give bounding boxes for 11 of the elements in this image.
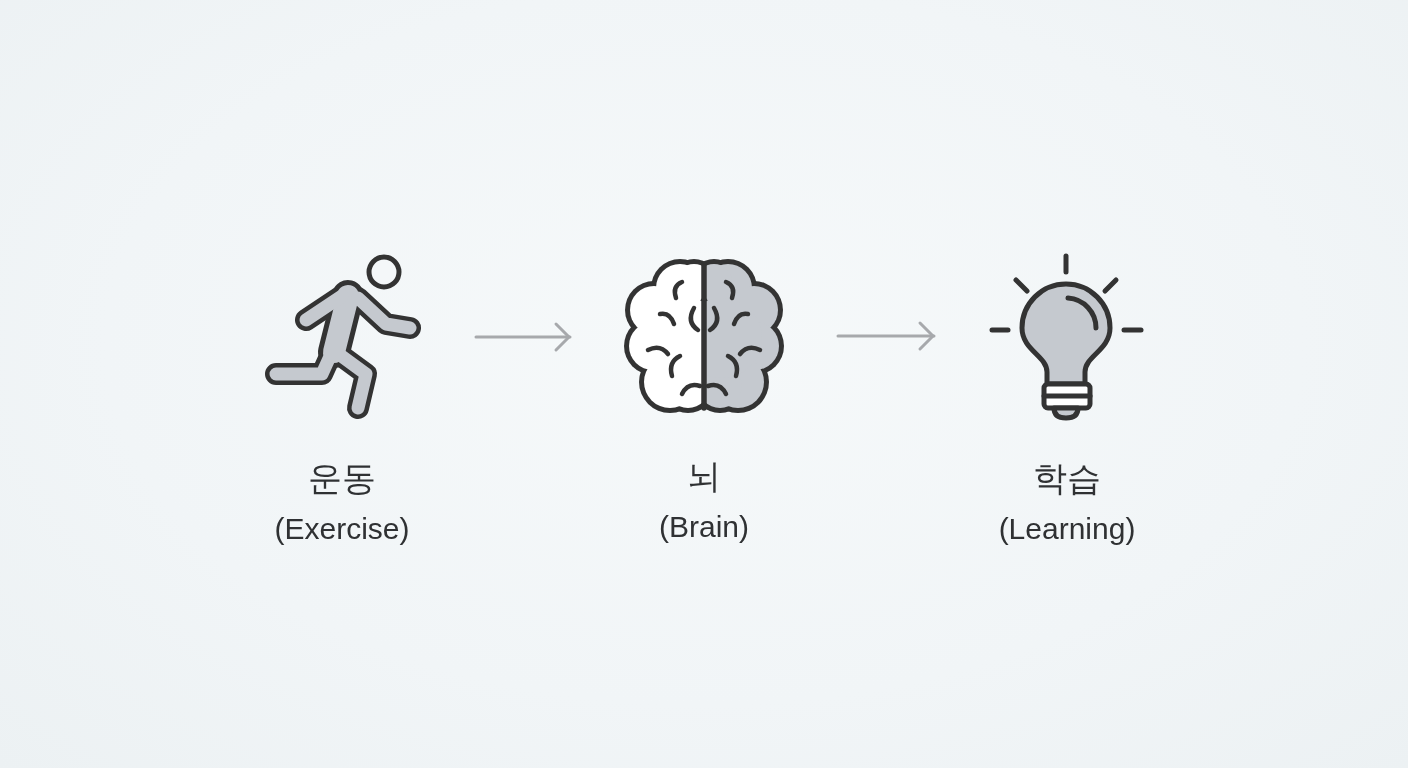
node-label: 뇌	[687, 456, 721, 497]
arrow	[474, 322, 572, 352]
light-bulb-icon	[988, 252, 1146, 422]
running-person-icon	[262, 252, 422, 422]
brain-icon	[624, 258, 784, 414]
node-label: (Exercise)	[274, 511, 410, 547]
arrow	[836, 321, 936, 351]
node-label: 운동	[308, 458, 376, 499]
node-label: (Brain)	[659, 509, 749, 545]
node-label: 학습	[1033, 458, 1101, 499]
node-label: (Learning)	[998, 511, 1136, 547]
